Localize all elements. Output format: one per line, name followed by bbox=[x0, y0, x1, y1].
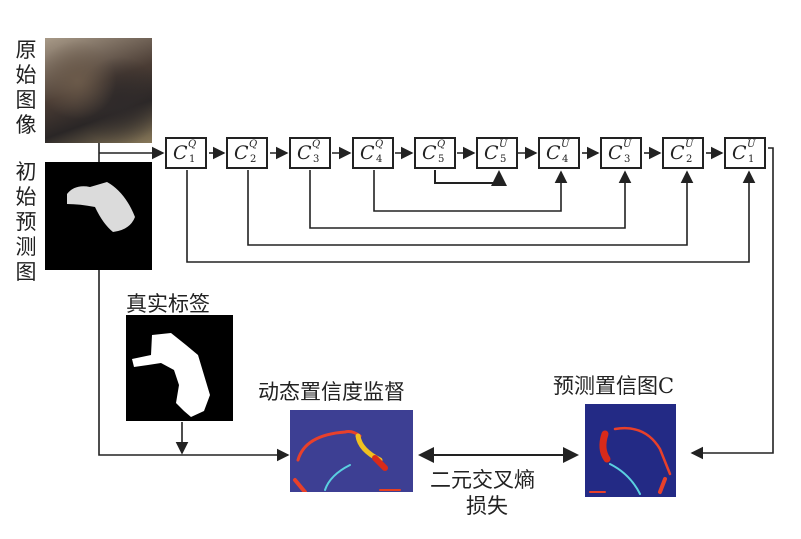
skip-1 bbox=[186, 170, 756, 263]
block-subscript: 3 bbox=[313, 154, 320, 165]
block-symbol: C bbox=[546, 142, 561, 164]
output-line bbox=[690, 147, 774, 460]
block-superscript: U bbox=[747, 139, 756, 150]
initial-prediction-image bbox=[45, 162, 152, 270]
block-symbol: C bbox=[422, 142, 437, 164]
block-symbol: C bbox=[234, 142, 249, 164]
skip-4 bbox=[373, 170, 568, 212]
block-symbol: C bbox=[670, 142, 685, 164]
block-superscript: U bbox=[499, 139, 508, 150]
block-superscript: Q bbox=[375, 139, 384, 150]
block-superscript: Q bbox=[437, 139, 446, 150]
predicted-confidence-map bbox=[585, 404, 676, 497]
predicted-confidence-label: 预测置信图C bbox=[553, 374, 675, 398]
block-subscript: 4 bbox=[376, 154, 383, 165]
block-superscript: U bbox=[561, 139, 570, 150]
dynamic-supervision-label: 动态置信度监督 bbox=[258, 380, 405, 404]
loss-label-line2: 损失 bbox=[466, 494, 508, 518]
block-superscript: U bbox=[685, 139, 694, 150]
original-image bbox=[45, 38, 152, 143]
block-symbol: C bbox=[360, 142, 375, 164]
initial-prediction-label: 初始预测图 bbox=[15, 160, 37, 284]
block-subscript: 4 bbox=[562, 154, 569, 165]
skip-2 bbox=[247, 170, 694, 246]
block-symbol: C bbox=[608, 142, 623, 164]
block-superscript: Q bbox=[312, 139, 321, 150]
ground-truth-image bbox=[126, 315, 233, 421]
block-subscript: 2 bbox=[250, 154, 257, 165]
block-superscript: Q bbox=[249, 139, 258, 150]
block-subscript: 3 bbox=[624, 154, 631, 165]
block-symbol: C bbox=[297, 142, 312, 164]
block-subscript: 5 bbox=[438, 154, 445, 165]
dynamic-confidence-heatmap bbox=[290, 410, 413, 492]
block-symbol: C bbox=[173, 142, 188, 164]
original-image-label: 原始图像 bbox=[15, 38, 37, 137]
skip-5 bbox=[434, 170, 507, 186]
block-superscript: Q bbox=[188, 139, 197, 150]
skip-3 bbox=[309, 170, 632, 229]
block-symbol: C bbox=[732, 142, 747, 164]
block-subscript: 1 bbox=[748, 154, 755, 165]
loss-label-line1: 二元交叉熵 bbox=[430, 468, 535, 492]
block-subscript: 2 bbox=[686, 154, 693, 165]
block-subscript: 5 bbox=[500, 154, 507, 165]
ground-truth-label: 真实标签 bbox=[126, 292, 210, 316]
block-superscript: U bbox=[623, 139, 632, 150]
block-subscript: 1 bbox=[189, 154, 196, 165]
block-symbol: C bbox=[484, 142, 499, 164]
